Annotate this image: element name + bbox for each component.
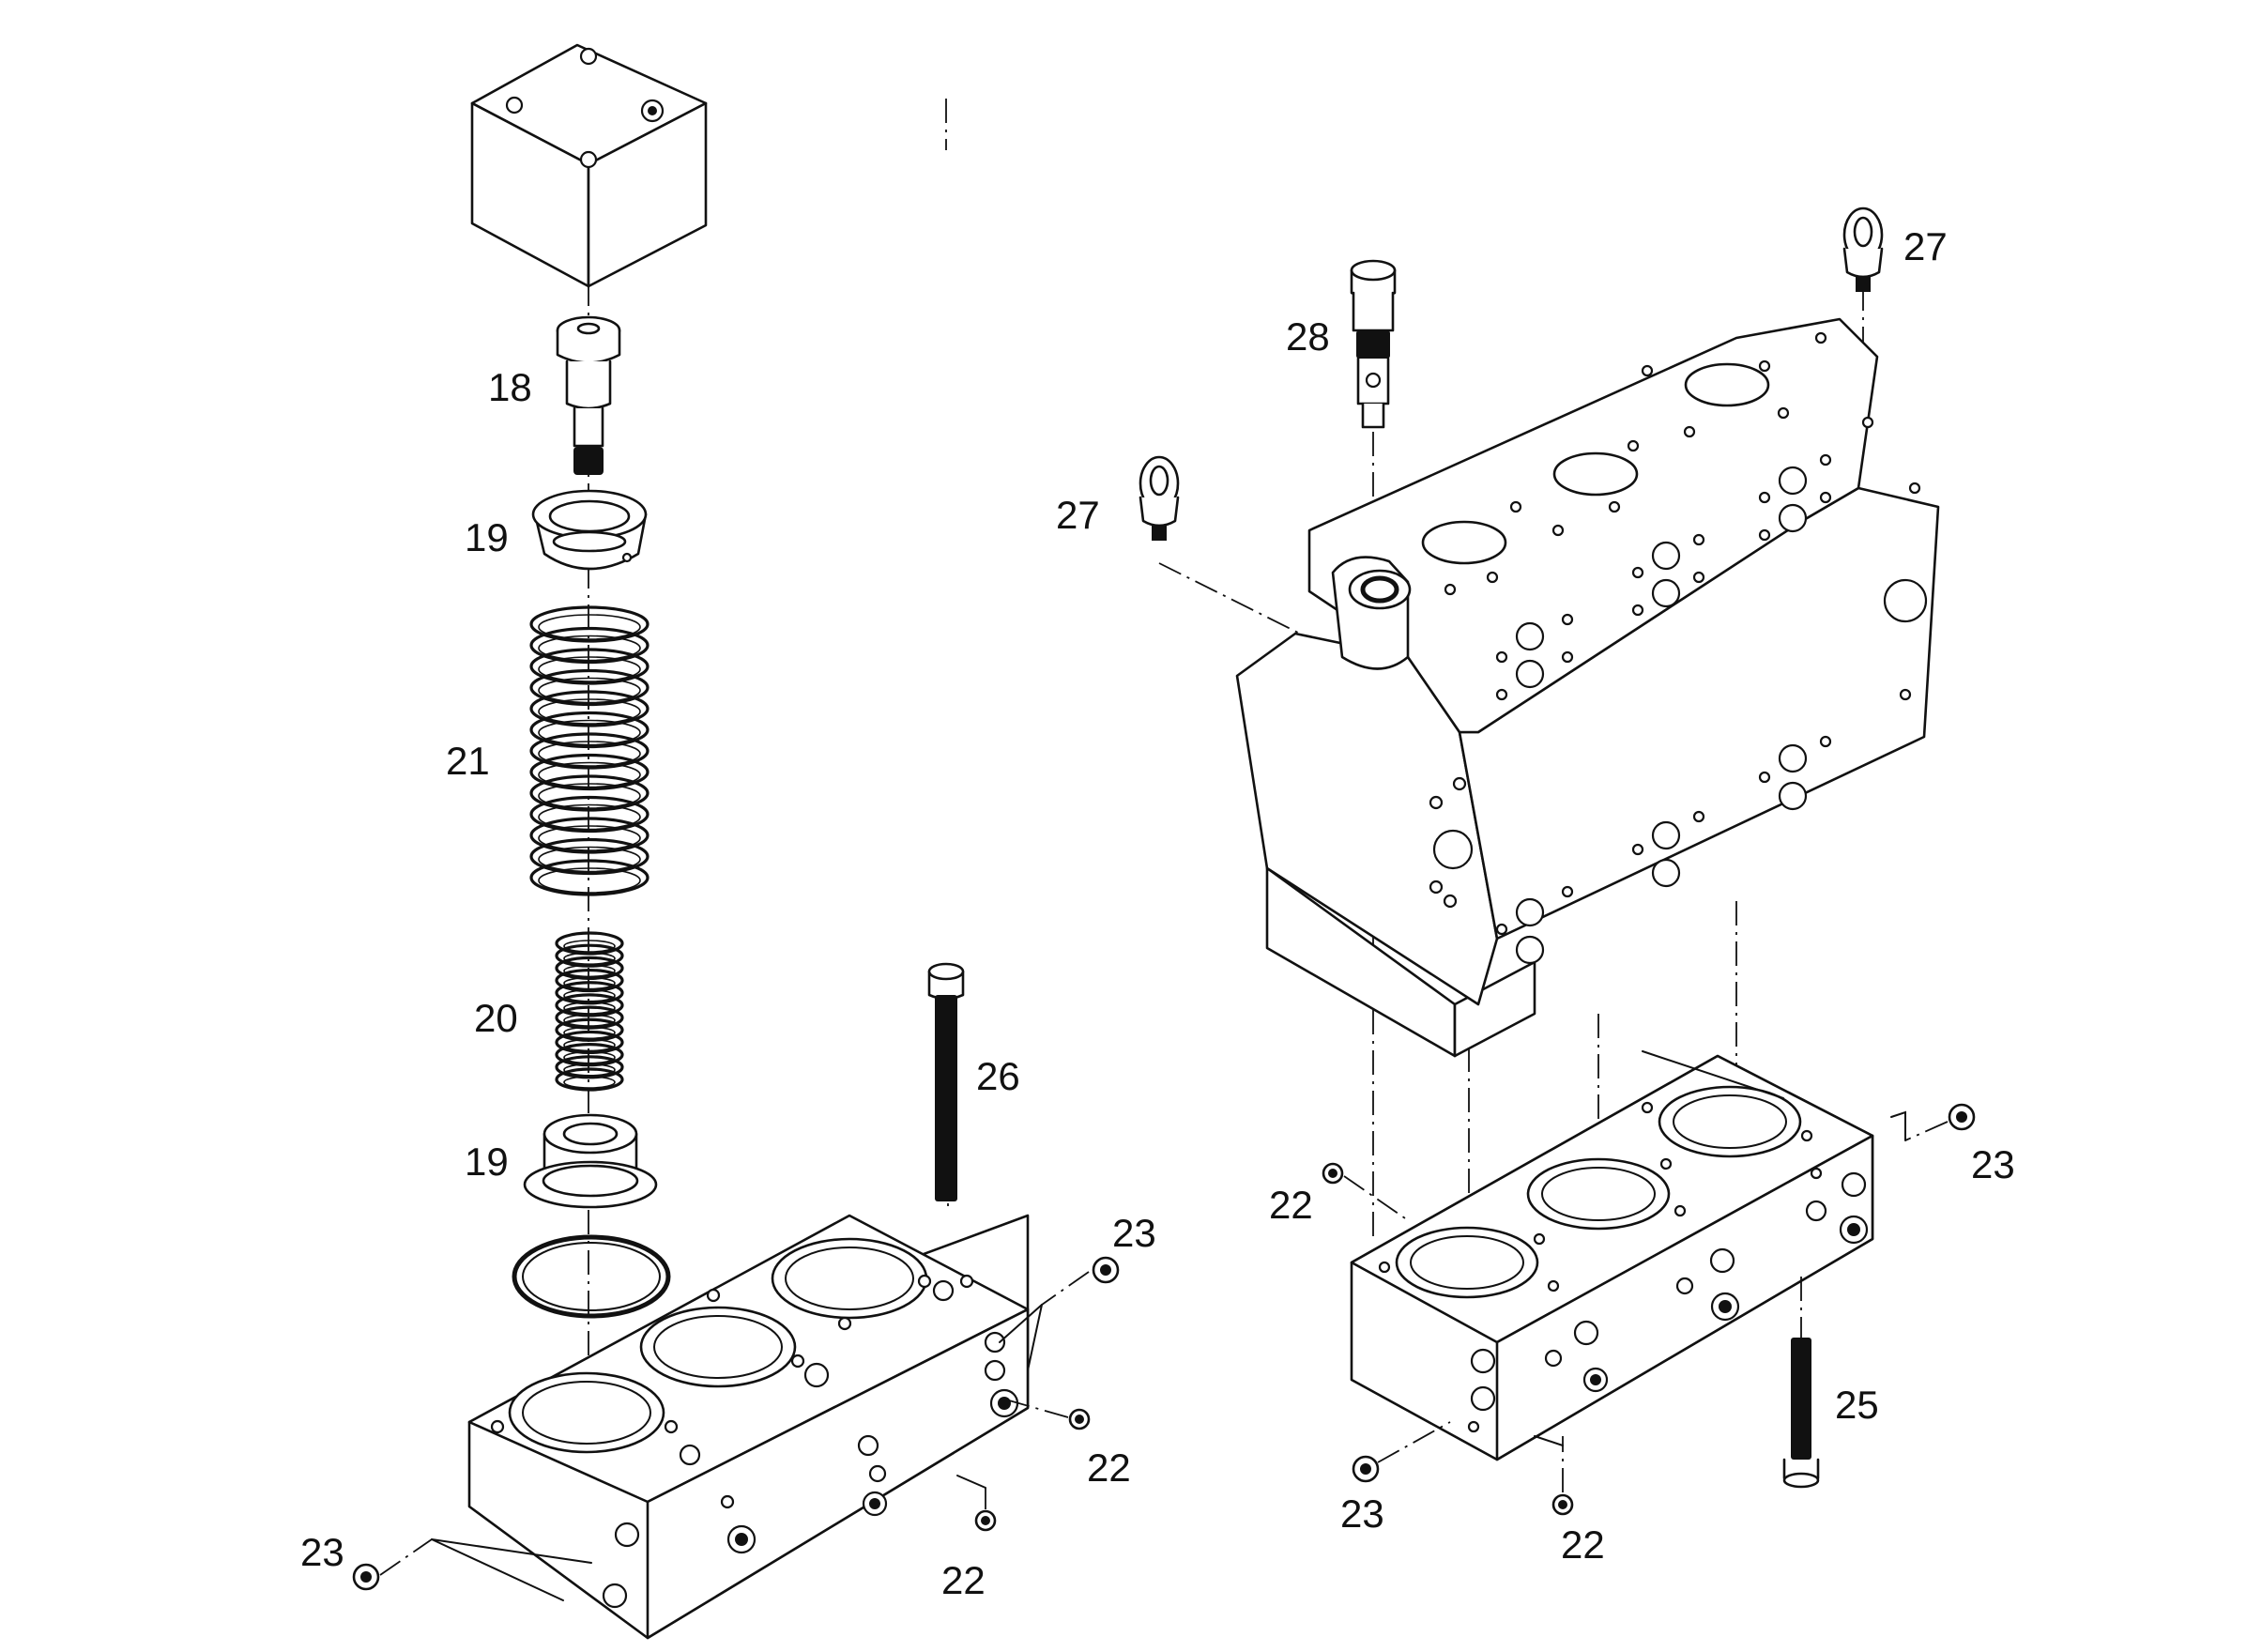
spring-coil-inner [538, 783, 641, 809]
label-part-27-left: 27 [1056, 493, 1100, 537]
spring-coil [555, 1030, 624, 1055]
label-part-27-right: 27 [1903, 224, 1948, 268]
spring-coil-inner [563, 964, 616, 978]
spring-coil-inner [538, 635, 641, 662]
spring-coil [529, 753, 650, 791]
label-part-23-left-block-right: 23 [1112, 1211, 1156, 1255]
spring-coil [529, 626, 650, 665]
spring-coil-inner [538, 761, 641, 788]
spring-coil [529, 711, 650, 749]
spring-coil-inner [538, 825, 641, 851]
part-26-long-bolt [927, 962, 965, 1201]
label-part-22-left-block-right: 22 [1087, 1446, 1131, 1490]
label-part-20: 20 [474, 996, 518, 1040]
label-part-22-right-block-left: 22 [1269, 1183, 1313, 1227]
label-part-26: 26 [976, 1054, 1020, 1098]
right-valve-block [1350, 1054, 1874, 1461]
label-part-22-left-block-bottom: 22 [941, 1558, 986, 1602]
o-ring [512, 1234, 671, 1319]
label-part-19-top: 19 [465, 515, 509, 559]
left-valve-block [467, 1214, 1030, 1640]
spring-coil [529, 795, 650, 834]
label-part-23-right-block-right: 23 [1971, 1142, 2015, 1186]
right-block-fasteners [1322, 1050, 1976, 1516]
spring-coil-inner [538, 867, 641, 894]
spring-coil [555, 993, 624, 1017]
spring-coil [529, 648, 650, 685]
spring-coil-inner [538, 656, 641, 682]
part-21-large-spring [529, 605, 650, 896]
part-27-right-eyebolt [1842, 206, 1884, 292]
spring-coil-inner [563, 1038, 616, 1052]
label-part-21: 21 [446, 739, 490, 783]
label-part-22-right-block-bottom: 22 [1561, 1522, 1605, 1567]
spring-coil-inner [538, 698, 641, 725]
spring-coil-inner [563, 1014, 616, 1027]
label-part-19-bottom: 19 [465, 1140, 509, 1184]
spring-coil [555, 1017, 624, 1042]
part-18-plug [556, 315, 621, 475]
spring-coil [555, 1055, 624, 1079]
part-28-valve [1350, 259, 1397, 429]
spring-coil-inner [563, 952, 616, 965]
spring-coil-inner [563, 1026, 616, 1040]
part-25-bolt [1782, 1277, 1820, 1489]
main-valve-body [1235, 317, 1940, 1058]
label-part-28: 28 [1286, 314, 1330, 359]
spring-coil [529, 605, 650, 643]
spring-coil-inner [563, 976, 616, 990]
cap-block [470, 43, 708, 288]
spring-coil [555, 943, 624, 968]
label-part-23-left-block-left: 23 [300, 1530, 344, 1574]
spring-coil [555, 968, 624, 993]
spring-coil-inner [538, 846, 641, 873]
spring-coil [529, 690, 650, 727]
spring-coil [529, 837, 650, 876]
spring-coil-inner [538, 614, 641, 640]
spring-coil [529, 774, 650, 812]
spring-coil-inner [563, 1076, 616, 1089]
label-part-25: 25 [1835, 1383, 1879, 1427]
spring-coil [555, 931, 624, 956]
spring-coil-inner [563, 1002, 616, 1015]
spring-coil-inner [538, 741, 641, 767]
spring-coil-inner [563, 1063, 616, 1077]
label-part-18: 18 [488, 365, 532, 409]
spring-coil [555, 956, 624, 980]
label-part-23-right-block-left: 23 [1340, 1491, 1384, 1536]
spring-coil-inner [563, 940, 616, 953]
spring-coil [555, 1005, 624, 1030]
spring-coil-inner [538, 803, 641, 831]
left-block-fasteners [352, 1256, 1120, 1601]
spring-coil [529, 668, 650, 707]
spring-coil [555, 1043, 624, 1067]
spring-coil [555, 1067, 624, 1092]
part-19-bottom-spring-seat [523, 1113, 658, 1209]
spring-coil-inner [538, 719, 641, 746]
spring-coil-inner [538, 677, 641, 704]
spring-coil [555, 981, 624, 1005]
spring-coil [529, 732, 650, 770]
part-20-small-spring [555, 931, 624, 1092]
part-19-top-spring-seat [531, 489, 648, 571]
spring-coil [529, 859, 650, 896]
spring-coil-inner [563, 988, 616, 1002]
spring-coil-inner [563, 1050, 616, 1064]
part-27-left-eyebolt [1139, 455, 1180, 541]
port-pairs [1515, 466, 1808, 965]
spring-coil [529, 817, 650, 854]
